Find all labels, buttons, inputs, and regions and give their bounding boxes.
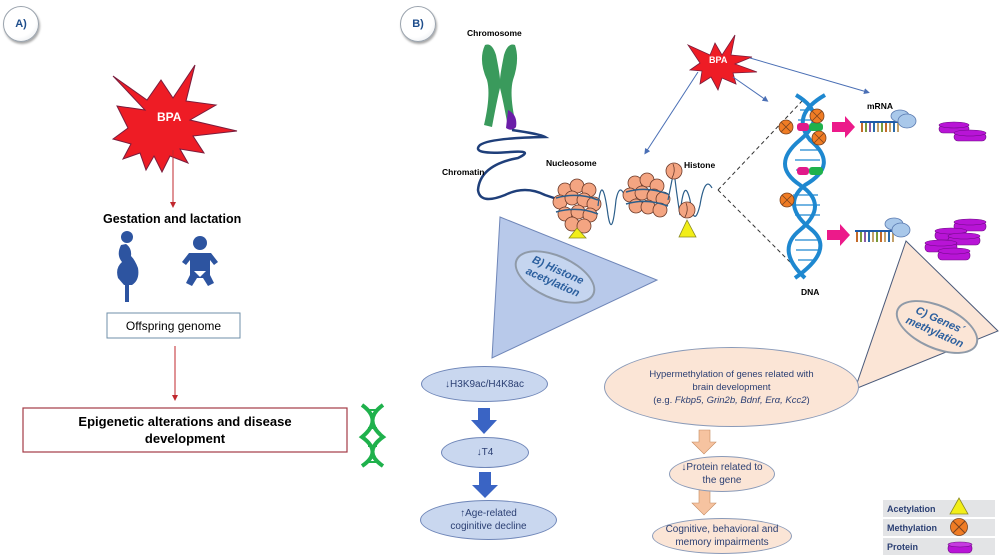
- decline-line-1: ↑Age-related: [460, 508, 517, 519]
- cognitive-impairment-node: Cognitive, behavioral and memory impairm…: [652, 518, 792, 554]
- epigenetic-outcome-label: Epigenetic alterations and disease devel…: [23, 408, 347, 452]
- bpa-label-a: BPA: [157, 110, 182, 124]
- arrow-bpa-to-nucleosome: [644, 71, 699, 155]
- legend-methylation-label: Methylation: [887, 522, 938, 533]
- hyper-line-1: Hypermethylation of genes related with: [649, 368, 814, 380]
- hypermethylation-node: Hypermethylation of genes related with b…: [604, 347, 859, 427]
- nucleosome-1: [552, 178, 602, 234]
- cpg-site-1: [797, 123, 823, 131]
- purple-disc-icon: [947, 541, 973, 554]
- arrow-bpa-to-dna: [732, 76, 769, 102]
- bpa-label-b: BPA: [709, 55, 728, 65]
- orange-crossed-circle-icon: [950, 518, 968, 536]
- hyper-suffix: ): [806, 394, 810, 406]
- legend-methylation: Methylation: [883, 518, 995, 536]
- outcome-line-1: Epigenetic alterations and disease: [78, 414, 292, 429]
- panel-a-badge: A): [3, 6, 39, 42]
- yellow-triangle-icon: [949, 497, 969, 515]
- hyper-line-3: (e.g. Fkbp5, Grin2b, Bdnf, Erα, Kcc2): [653, 394, 809, 407]
- panel-b-badge: B): [400, 6, 436, 42]
- nucleosome-2: [622, 172, 671, 218]
- acetylation-marker-2: [678, 219, 697, 238]
- bpa-starburst-a: [111, 64, 238, 174]
- h3k9ac-h4k8ac-node: ↓H3K9ac/H4K8ac: [421, 366, 548, 402]
- legend-acetylation: Acetylation: [883, 497, 995, 517]
- protein-line-1: ↓Protein related to: [681, 462, 763, 473]
- mrna-label: mRNA: [867, 101, 893, 111]
- transcription-arrow-2: [827, 224, 850, 246]
- transcription-arrow-1: [832, 116, 855, 138]
- age-related-decline-node: ↑Age-related coginitive decline: [420, 500, 557, 540]
- dna-label: DNA: [801, 287, 820, 297]
- protein-group-2: [924, 218, 987, 261]
- histone-label: Histone: [684, 160, 716, 170]
- flow-arrow-blue-1: [471, 408, 497, 434]
- decline-line-2: coginitive decline: [450, 521, 527, 532]
- linker-dna: [597, 189, 627, 226]
- impair-line-2: memory impairments: [675, 537, 769, 548]
- gestation-label: Gestation and lactation: [103, 212, 242, 226]
- t4-node: ↓T4: [441, 437, 529, 468]
- mrna-strand-2: [855, 217, 911, 242]
- flow-arrow-peach-2: [691, 489, 717, 516]
- bpa-starburst-b: [686, 34, 758, 92]
- dna-helix-icon: [358, 403, 387, 468]
- chromatin-fiber: [476, 128, 561, 202]
- baby-icon: [182, 236, 218, 286]
- acetylation-marker-1: [568, 227, 587, 239]
- legend: Acetylation Methylation Protein: [883, 497, 995, 557]
- offspring-genome-label: Offspring genome: [125, 318, 222, 333]
- impair-line-1: Cognitive, behavioral and: [665, 524, 779, 535]
- legend-protein-label: Protein: [887, 541, 919, 552]
- flow-arrow-blue-2: [472, 472, 498, 498]
- protein-line-2: the gene: [702, 475, 742, 486]
- histone-2: [678, 201, 696, 219]
- outcome-line-2: development: [144, 431, 226, 446]
- pregnant-woman-icon: [117, 231, 139, 302]
- arrow-bpa-to-mrna: [749, 57, 870, 95]
- cpg-site-2: [797, 167, 823, 175]
- histone-1: [665, 162, 683, 180]
- flow-arrow-peach-1: [691, 429, 717, 455]
- legend-acetylation-label: Acetylation: [887, 503, 936, 514]
- nucleosome-label: Nucleosome: [546, 158, 597, 168]
- protein-decrease-node: ↓Protein related to the gene: [669, 456, 775, 492]
- hyper-line-2: brain development: [692, 381, 771, 393]
- offspring-genome-box: [106, 312, 241, 339]
- chromosome-icon: [481, 44, 518, 130]
- protein-group-1: [938, 121, 987, 142]
- gene-list: Fkbp5, Grin2b, Bdnf, Erα, Kcc2: [674, 394, 807, 406]
- hyper-prefix: (e.g.: [653, 394, 675, 406]
- legend-protein: Protein: [883, 538, 995, 555]
- zoom-line-bottom: [717, 189, 791, 263]
- chromosome-label: Chromosome: [467, 28, 522, 38]
- mrna-strand-1: [860, 109, 917, 132]
- chromatin-label: Chromatin: [442, 167, 485, 177]
- epigenetic-outcome-box: [22, 407, 348, 453]
